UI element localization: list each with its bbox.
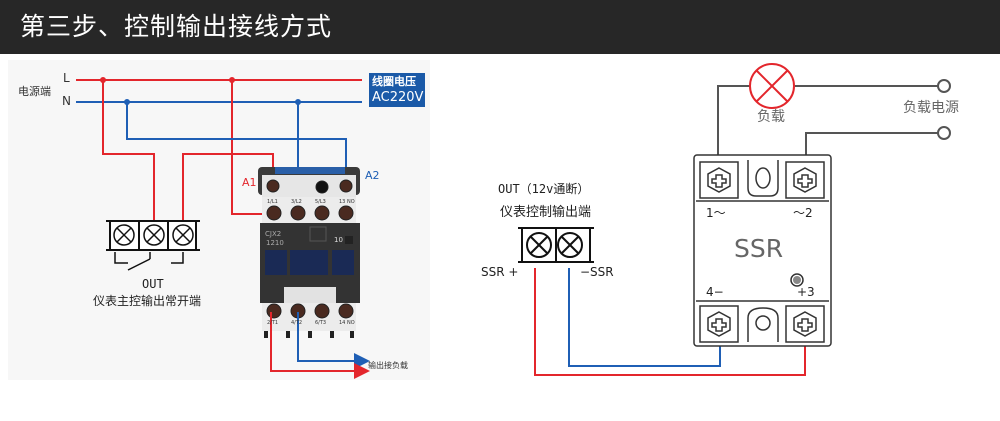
ssr-body — [693, 154, 832, 347]
terminal-label-3-l2: 3/L2 — [291, 199, 302, 205]
meter-out-title-left: OUT — [142, 277, 164, 291]
meter-out-title-right: OUT（12v通断） — [498, 182, 590, 196]
wire-output-t2 — [297, 312, 370, 369]
meter-out-desc-right: 仪表控制输出端 — [500, 205, 592, 220]
load-lamp-icon — [749, 63, 795, 109]
coil-voltage-label: 线圈电压 — [372, 75, 416, 88]
wire-live-to-l1 — [231, 80, 268, 215]
power-source-label: 电源端 — [18, 85, 51, 98]
terminal-screw-icon — [143, 224, 165, 246]
contactor-model-number: 1210 — [266, 239, 284, 247]
ssr-minus-label: −SSR — [580, 265, 614, 279]
terminal-label-1-l1: 1/L1 — [267, 199, 278, 205]
terminal-screw-icon — [557, 232, 583, 258]
wire-ssr-minus — [568, 268, 721, 367]
page-title: 第三步、控制输出接线方式 — [20, 12, 333, 41]
coil-voltage-value: AC220V — [372, 90, 424, 105]
ssr-name-label: SSR — [734, 234, 784, 263]
contactor-diagram-panel — [8, 60, 430, 380]
line-l-label: L — [63, 71, 70, 85]
page-header: 第三步、控制输出接线方式 — [0, 0, 1000, 54]
line-n-label: N — [62, 94, 71, 108]
output-to-load-label: 输出接负载 — [368, 361, 408, 370]
ssr-terminal-3-label: +3 — [797, 285, 815, 299]
terminal-screw-icon — [172, 224, 194, 246]
terminal-label-2-t1: 2/T1 — [267, 320, 279, 326]
ssr-plus-label: SSR + — [481, 265, 519, 279]
terminal-label-6-t3: 6/T3 — [315, 320, 327, 326]
wire-ssr-plus — [534, 268, 806, 376]
neutral-line-N — [76, 99, 362, 105]
ssr-terminal-screw-icon — [707, 167, 731, 193]
wire-output-t1 — [270, 312, 370, 379]
ssr-terminal-2-label: ～2 — [793, 206, 813, 220]
coil-a2-label: A2 — [365, 169, 380, 182]
contactor-aux-label: 10 — [334, 236, 343, 244]
load-power-terminal-icon — [937, 79, 951, 93]
ssr-terminal-screw-icon — [707, 311, 731, 337]
wire-ssr2-to-power — [805, 132, 938, 157]
wire-load-to-ssr1 — [717, 85, 750, 157]
load-label: 负载 — [757, 109, 785, 125]
terminal-screw-icon — [113, 224, 135, 246]
ssr-terminal-4-label: 4− — [706, 285, 724, 299]
load-power-terminal-icon — [937, 126, 951, 140]
live-line-L — [76, 77, 362, 83]
terminal-label-5-l3: 5/L3 — [315, 199, 326, 205]
load-power-label: 负载电源 — [903, 100, 959, 116]
wire-neutral-to-a2 — [126, 102, 347, 185]
meter-out-desc-left: 仪表主控输出常开端 — [93, 294, 202, 308]
terminal-label-4-t2: 4/T2 — [291, 320, 303, 326]
ssr-terminal-screw-icon — [793, 167, 817, 193]
wire-live-to-meter — [102, 80, 155, 235]
ssr-terminal-1-label: 1～ — [706, 206, 726, 220]
contactor-model-label: CJX2 — [265, 230, 282, 238]
normally-open-switch-icon — [114, 252, 184, 271]
coil-a1-label: A1 — [242, 176, 257, 189]
ssr-indicator-led-icon — [790, 273, 804, 287]
terminal-label-14-no: 14 NO — [339, 320, 355, 326]
contactor-screws — [266, 179, 354, 319]
coil-voltage-badge — [369, 73, 425, 107]
terminal-label-13-no: 13 NO — [339, 199, 355, 205]
terminal-screw-icon — [526, 232, 552, 258]
ssr-terminal-screw-icon — [793, 311, 817, 337]
